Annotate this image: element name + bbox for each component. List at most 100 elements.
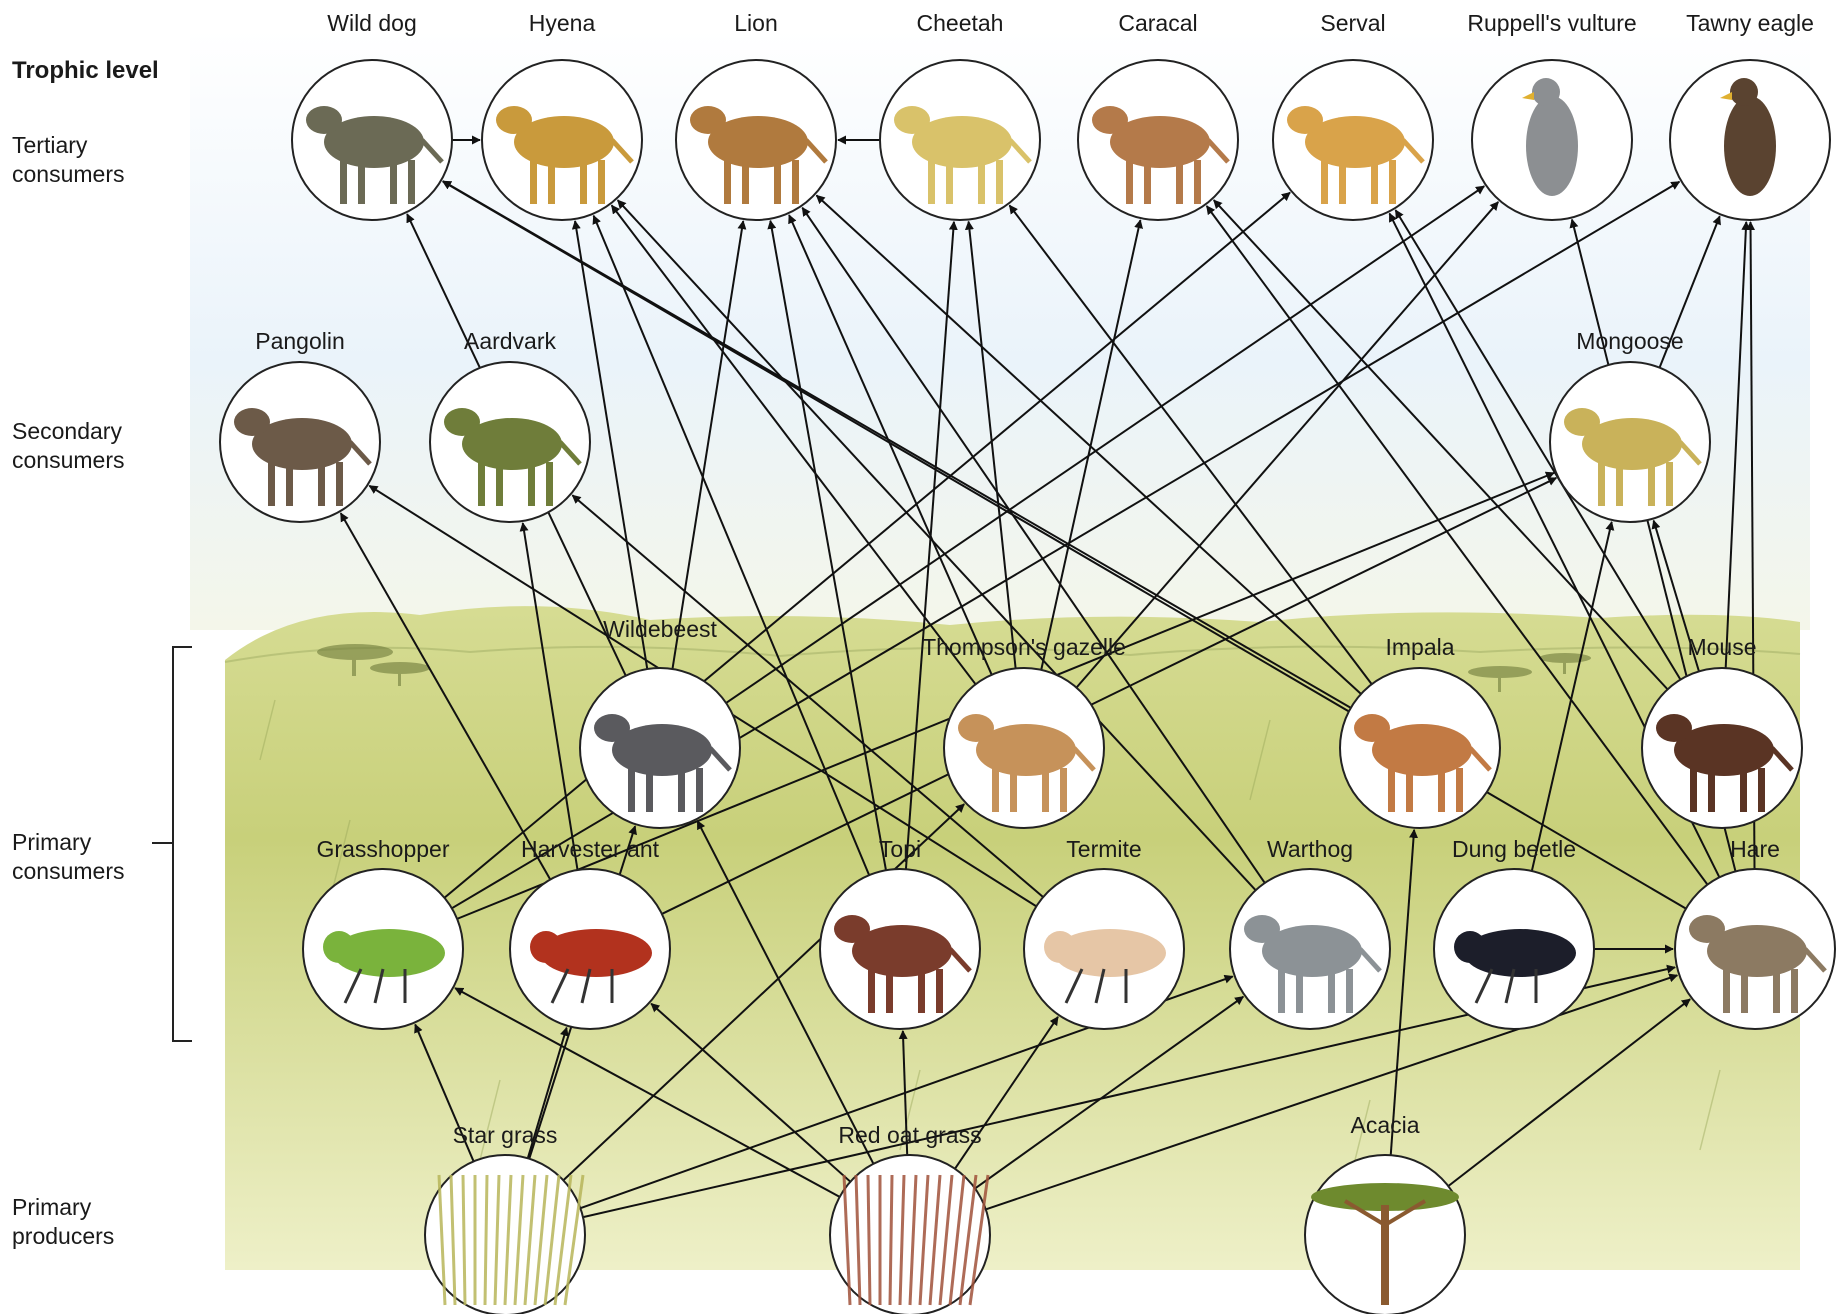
- level-tertiary-line2: consumers: [12, 160, 124, 189]
- node-mouse: [1642, 668, 1802, 828]
- level-secondary-line1: Secondary: [12, 417, 124, 446]
- feeding-link-ant-to-pangolin: [341, 513, 554, 885]
- aardvark-icon-part: [496, 462, 503, 506]
- lion-icon-part: [792, 160, 799, 204]
- gazelle-icon-part: [992, 768, 999, 812]
- pangolin-icon-part: [268, 462, 275, 506]
- warthog-icon-part: [1296, 969, 1303, 1013]
- label-serval: Serval: [1320, 10, 1385, 37]
- wild-dog-icon-part: [306, 106, 342, 134]
- topi-icon-part: [886, 969, 893, 1013]
- mongoose-icon-part: [1598, 462, 1605, 506]
- node-mongoose: [1550, 362, 1710, 522]
- node-impala: [1340, 668, 1500, 828]
- label-beetle: Dung beetle: [1452, 836, 1576, 863]
- pangolin-icon-part: [286, 462, 293, 506]
- node-acacia: [1305, 1155, 1465, 1314]
- star-grass-icon-part: [485, 1175, 487, 1305]
- level-producers-line1: Primary: [12, 1193, 114, 1222]
- hyena-icon-part: [548, 160, 555, 204]
- trophic-level-title: Trophic level: [12, 56, 159, 85]
- gazelle-icon-part: [958, 714, 994, 742]
- label-topi: Topi: [879, 836, 921, 863]
- cheetah-icon-part: [946, 160, 953, 204]
- feeding-link-ant-to-aardvark: [523, 523, 579, 876]
- label-ant: Harvester ant: [521, 836, 659, 863]
- level-tertiary-line1: Tertiary: [12, 131, 124, 160]
- wildebeest-icon-part: [628, 768, 635, 812]
- label-mouse: Mouse: [1687, 634, 1756, 661]
- label-stargrass: Star grass: [453, 1122, 558, 1149]
- impala-icon-part: [1456, 768, 1463, 812]
- hyena-icon-part: [530, 160, 537, 204]
- eagle-icon-part: [1724, 96, 1776, 196]
- wild-dog-icon-part: [358, 160, 365, 204]
- node-grasshopper: [303, 869, 463, 1029]
- label-caracal: Caracal: [1118, 10, 1197, 37]
- feeding-link-gazelle-to-caracal: [1040, 220, 1140, 676]
- label-wilddog: Wild dog: [327, 10, 416, 37]
- node-vulture: [1472, 60, 1632, 220]
- gazelle-icon-part: [1010, 768, 1017, 812]
- wild-dog-icon-part: [340, 160, 347, 204]
- hyena-icon-part: [580, 160, 587, 204]
- mouse-icon-part: [1740, 768, 1747, 812]
- mouse-icon-part: [1656, 714, 1692, 742]
- node-redoat: [830, 1155, 990, 1314]
- primary-consumers-bracket-tick: [152, 842, 172, 844]
- label-vulture: Ruppell's vulture: [1467, 10, 1636, 37]
- warthog-icon-part: [1328, 969, 1335, 1013]
- node-beetle: [1434, 869, 1594, 1029]
- serval-icon-part: [1339, 160, 1346, 204]
- node-pangolin: [220, 362, 380, 522]
- node-lion: [676, 60, 836, 220]
- label-pangolin: Pangolin: [255, 328, 345, 355]
- level-primary-consumers-label: Primary consumers: [12, 828, 124, 886]
- feeding-link-wildebeest-to-lion: [672, 221, 744, 675]
- caracal-icon-part: [1092, 106, 1128, 134]
- beetle-icon-part: [1454, 931, 1486, 963]
- feeding-link-topi-to-cheetah: [905, 222, 953, 875]
- warthog-icon-part: [1346, 969, 1353, 1013]
- wildebeest-icon-part: [696, 768, 703, 812]
- topi-icon-part: [834, 915, 870, 943]
- primary-consumers-bracket: [172, 646, 192, 1042]
- cheetah-icon-part: [894, 106, 930, 134]
- hare-icon-part: [1723, 969, 1730, 1013]
- cheetah-icon-part: [928, 160, 935, 204]
- feeding-link-gazelle-to-vulture: [1073, 202, 1499, 692]
- impala-icon-part: [1438, 768, 1445, 812]
- label-redoat: Red oat grass: [838, 1122, 981, 1149]
- red-oat-grass-icon-part: [890, 1175, 892, 1305]
- node-warthog: [1230, 869, 1390, 1029]
- star-grass-icon-part: [463, 1175, 465, 1305]
- label-aardvark: Aardvark: [464, 328, 556, 355]
- topi-icon-part: [936, 969, 943, 1013]
- wild-dog-icon-part: [390, 160, 397, 204]
- level-secondary-label: Secondary consumers: [12, 417, 124, 475]
- label-grasshopper: Grasshopper: [317, 836, 450, 863]
- node-gazelle: [944, 668, 1104, 828]
- caracal-icon-part: [1194, 160, 1201, 204]
- node-eagle: [1670, 60, 1830, 220]
- node-stargrass: [425, 1155, 585, 1314]
- caracal-icon-part: [1126, 160, 1133, 204]
- serval-icon-part: [1287, 106, 1323, 134]
- cheetah-icon-part: [996, 160, 1003, 204]
- mouse-icon-part: [1758, 768, 1765, 812]
- lion-icon-part: [690, 106, 726, 134]
- label-lion: Lion: [734, 10, 777, 37]
- label-hyena: Hyena: [529, 10, 595, 37]
- label-eagle: Tawny eagle: [1686, 10, 1814, 37]
- caracal-icon-part: [1176, 160, 1183, 204]
- mongoose-icon-part: [1564, 408, 1600, 436]
- vulture-icon-part: [1526, 96, 1578, 196]
- topi-icon-part: [918, 969, 925, 1013]
- label-cheetah: Cheetah: [917, 10, 1004, 37]
- node-wilddog: [292, 60, 452, 220]
- hyena-icon-part: [598, 160, 605, 204]
- mongoose-icon-part: [1666, 462, 1673, 506]
- node-cheetah: [880, 60, 1040, 220]
